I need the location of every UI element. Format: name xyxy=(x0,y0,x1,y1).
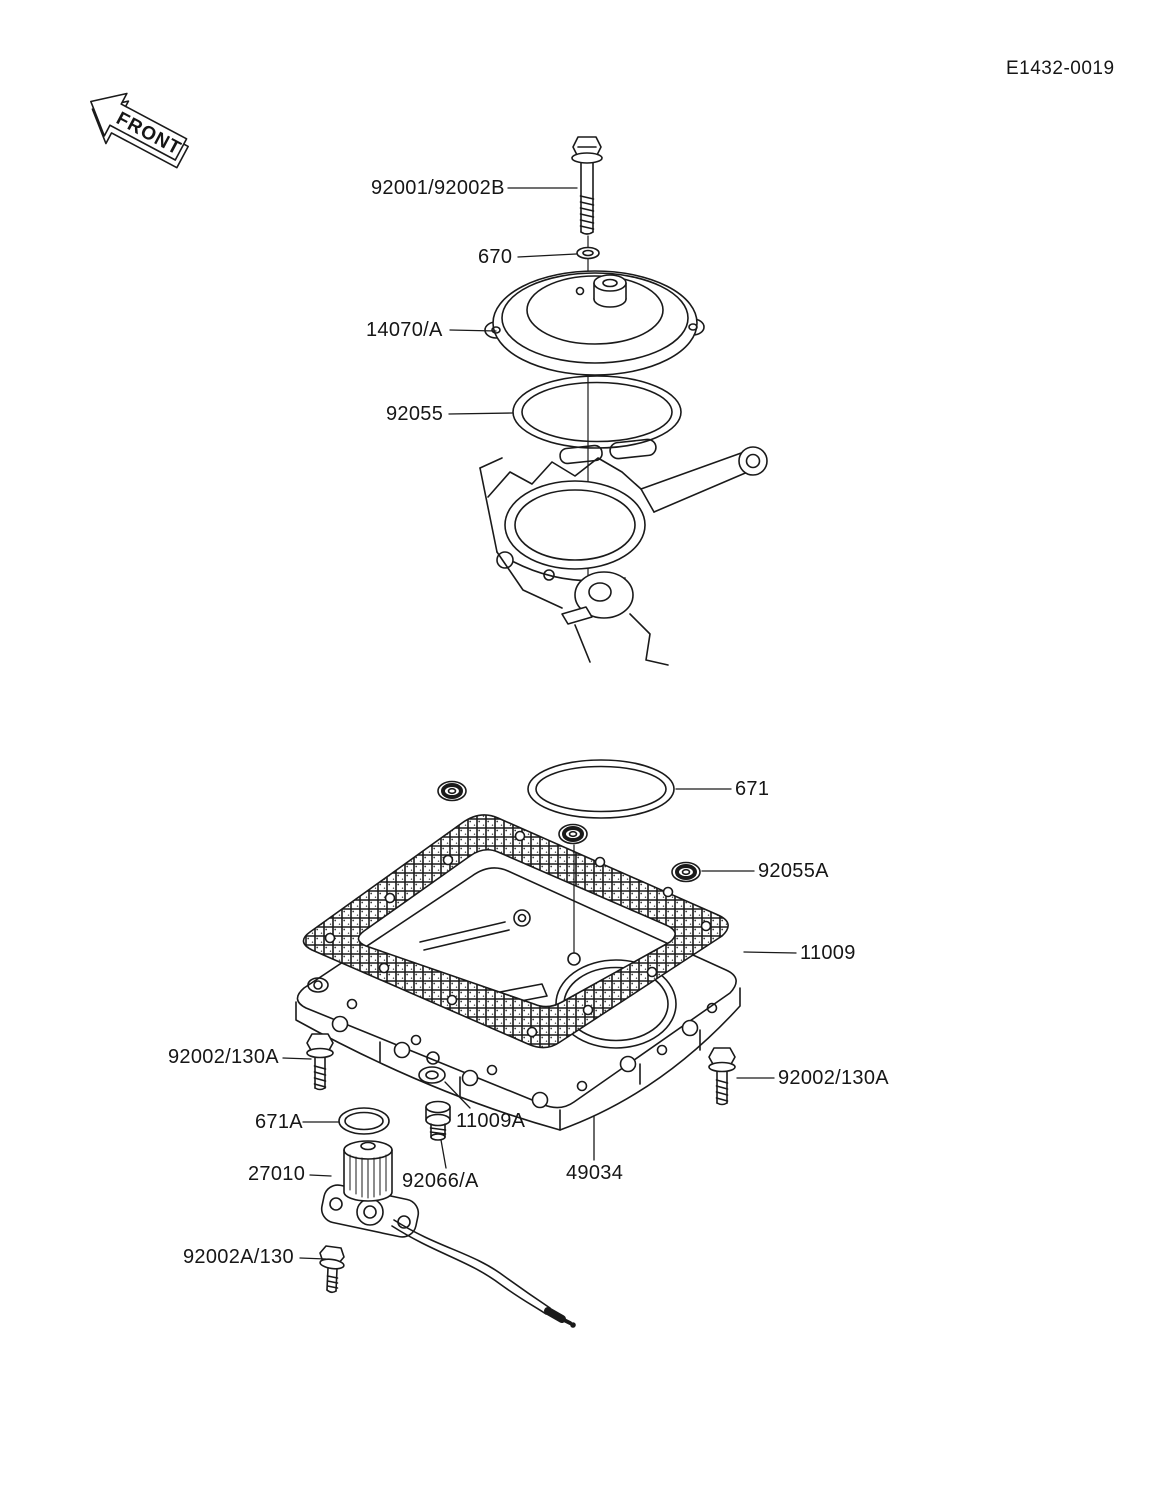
part-label-92001-92002b: 92001/92002B xyxy=(371,177,505,199)
grommet-center-drawing xyxy=(559,825,587,844)
part-label-27010: 27010 xyxy=(248,1163,306,1185)
oil-pan-drawing xyxy=(296,868,740,1130)
part-label-671: 671 xyxy=(735,778,770,800)
part-label-49034: 49034 xyxy=(566,1162,624,1184)
oring-671a-drawing xyxy=(339,1108,389,1134)
switch-cable-drawing xyxy=(392,1220,575,1327)
part-label-92002-130a-left: 92002/130A xyxy=(168,1046,279,1068)
oring-671-drawing xyxy=(528,760,674,818)
part-label-670: 670 xyxy=(478,246,513,268)
breather-oring-drawing xyxy=(513,376,681,448)
grommet-92055a-drawing xyxy=(672,863,700,882)
breather-washer-drawing xyxy=(577,248,599,259)
front-arrow: FRONT xyxy=(77,80,197,178)
diagram-code: E1432-0019 xyxy=(1006,58,1115,79)
part-label-14070a: 14070/A xyxy=(366,319,443,341)
switch-bolt-drawing xyxy=(319,1246,344,1292)
part-label-92055a: 92055A xyxy=(758,860,829,882)
part-label-11009a: 11009A xyxy=(456,1110,526,1132)
pan-bolt-right-drawing xyxy=(709,1048,735,1105)
part-label-671a: 671A xyxy=(255,1111,303,1133)
washer-11009a-drawing xyxy=(419,1067,445,1083)
oil-pan-gasket-drawing xyxy=(303,815,728,1048)
grommet-left-drawing xyxy=(438,782,466,801)
part-label-92002a-130: 92002A/130 xyxy=(183,1246,294,1268)
crankcase-drawing xyxy=(480,439,767,665)
front-arrow-shape xyxy=(80,80,193,170)
part-label-92002-130a-right: 92002/130A xyxy=(778,1067,889,1089)
lower-axis-line xyxy=(568,845,580,965)
part-label-11009: 11009 xyxy=(800,942,856,964)
breather-cover-drawing xyxy=(485,271,704,375)
leader-lines xyxy=(283,188,796,1259)
part-label-92055: 92055 xyxy=(386,403,444,425)
breather-bolt-drawing xyxy=(572,137,602,234)
pan-bolt-left-drawing xyxy=(307,1034,333,1090)
part-label-92066a: 92066/A xyxy=(402,1170,479,1192)
plug-92066-drawing xyxy=(426,1102,450,1141)
